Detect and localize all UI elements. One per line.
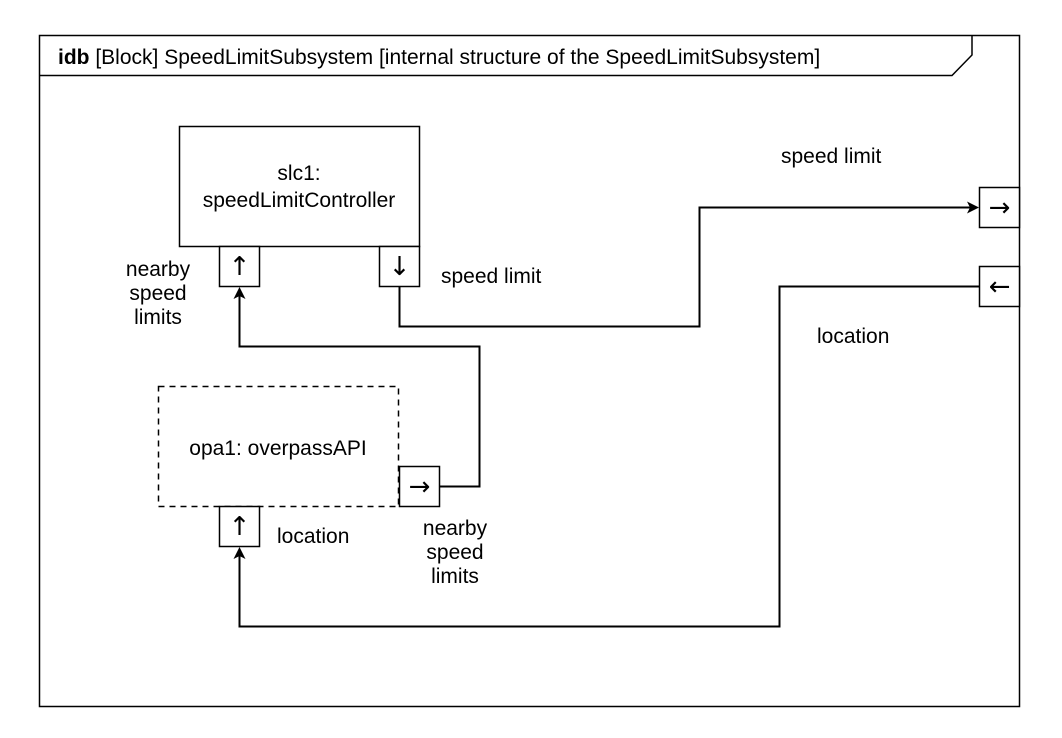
arrow-right-icon: → [989, 193, 1011, 223]
opa1-block[interactable] [157, 385, 400, 508]
label-slc1-speed-limit: speed limit [441, 265, 542, 288]
label-line: nearby [125, 258, 191, 281]
port-opa1-location[interactable] [218, 505, 261, 548]
opa1-name: opa1: overpassAPI [189, 437, 367, 460]
connector-nearby-speed-limits[interactable] [233, 287, 481, 488]
frame-keyword: idb [58, 46, 90, 69]
label-line: nearby [422, 517, 488, 540]
arrow-up-icon: ↑ [229, 252, 251, 282]
label-opa1-nearby-speed-limits: nearby speed limits [405, 517, 505, 589]
slc1-block[interactable] [178, 125, 421, 248]
arrow-up-icon: ↑ [229, 512, 251, 542]
opa1-block-label: opa1: overpassAPI [158, 435, 398, 462]
connector-location[interactable] [233, 285, 980, 628]
arrow-left-icon: ← [989, 272, 1011, 302]
arrow-down-icon: ↓ [389, 252, 411, 282]
label-line: limits [431, 565, 479, 588]
slc1-name: slc1: [277, 162, 321, 185]
label-boundary-location: location [817, 325, 890, 348]
slc1-block-label: slc1: speedLimitController [179, 160, 419, 214]
diagram-frame [38, 34, 1021, 708]
port-slc1-speed-limit[interactable] [378, 245, 421, 288]
frame-title: idb [Block] SpeedLimitSubsystem [interna… [58, 45, 820, 71]
label-slc1-nearby-speed-limits: nearby speed limits [108, 258, 208, 330]
label-line: speed [129, 282, 187, 305]
slc1-type: speedLimitController [202, 189, 396, 212]
port-slc1-nearby-speed-limits[interactable] [218, 245, 261, 288]
port-boundary-speed-limit[interactable] [978, 186, 1021, 229]
label-line: speed [426, 541, 484, 564]
arrow-right-icon: → [409, 472, 431, 502]
port-opa1-nearby-speed-limits[interactable] [398, 465, 441, 508]
label-opa1-location: location [277, 525, 350, 548]
connector-speed-limit[interactable] [398, 201, 979, 328]
frame-title-text: [Block] SpeedLimitSubsystem [internal st… [95, 46, 821, 69]
label-line: limits [134, 306, 182, 329]
frame-title-tab [39, 35, 973, 77]
label-boundary-speed-limit: speed limit [781, 145, 882, 168]
port-boundary-location[interactable] [978, 265, 1021, 308]
